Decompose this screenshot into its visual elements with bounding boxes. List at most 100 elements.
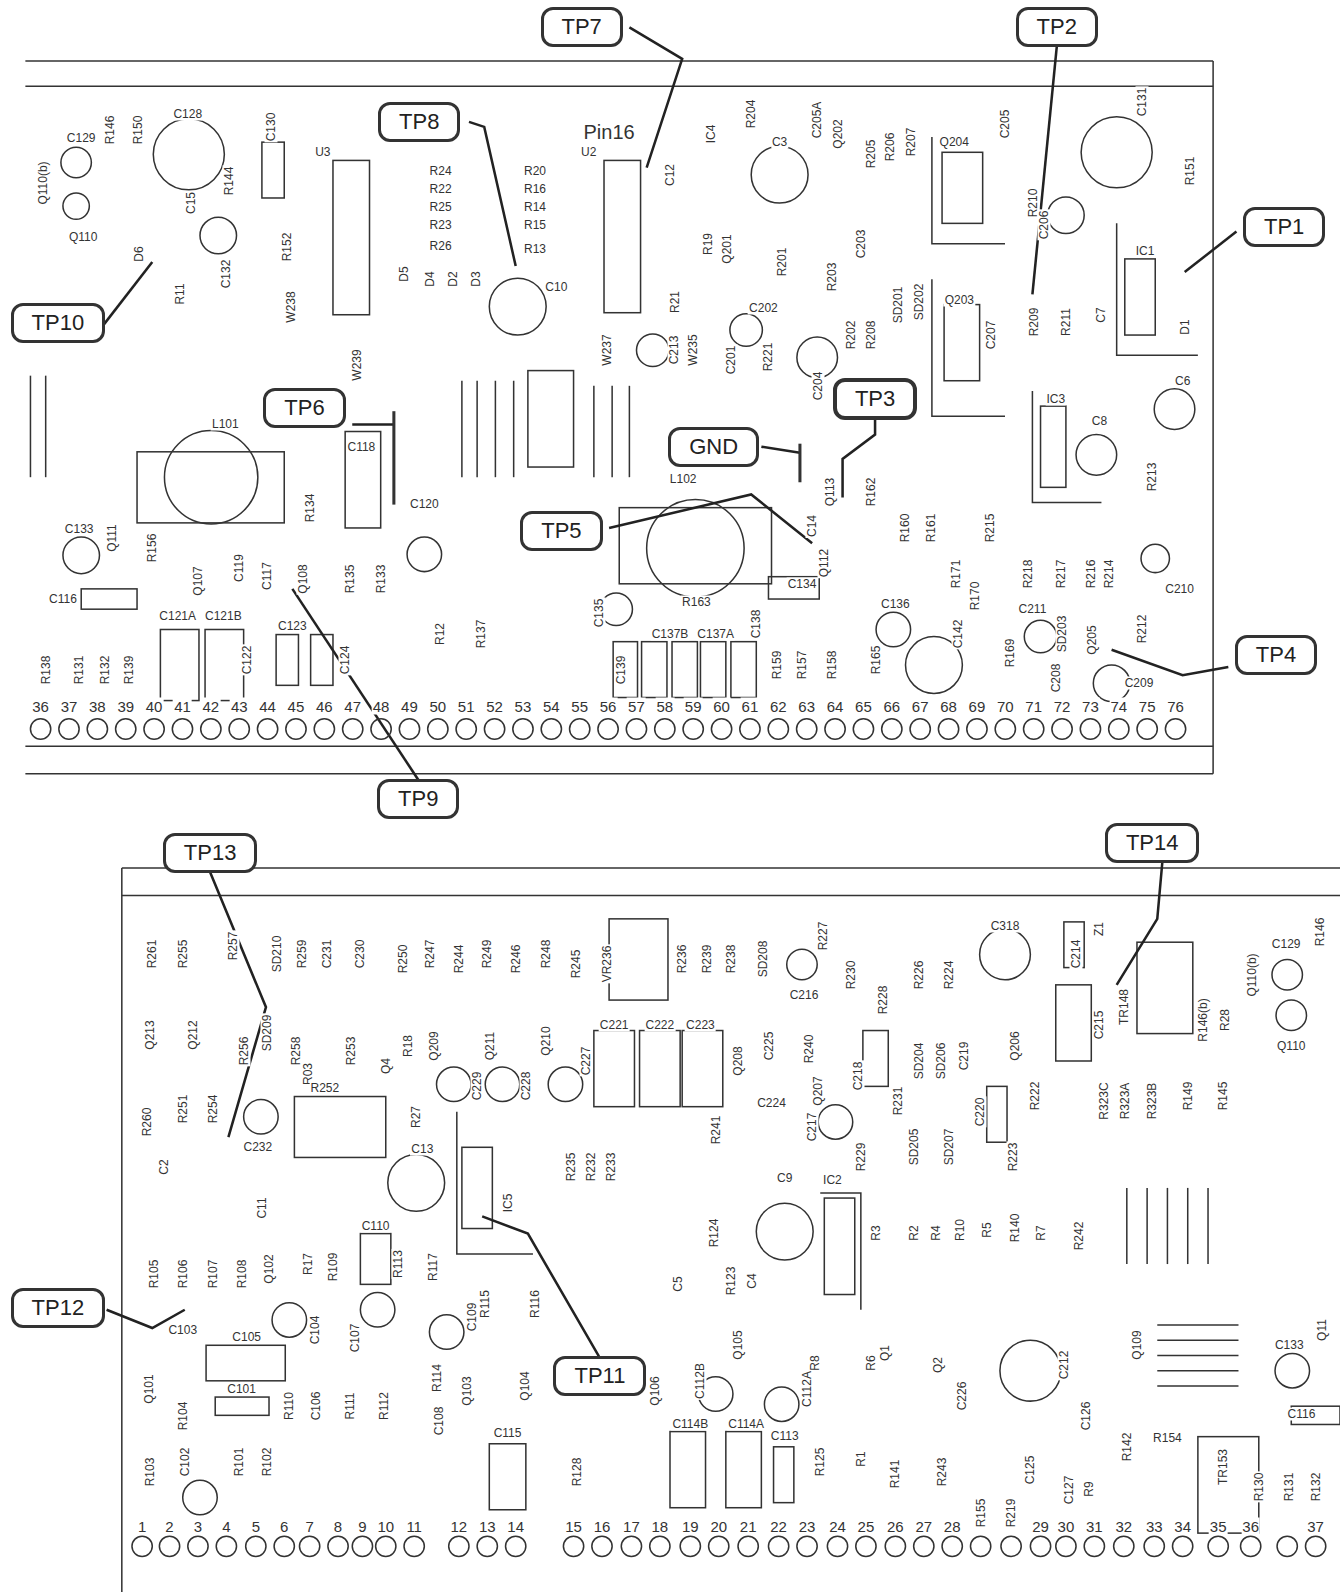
component-designator: C5 [672, 1275, 685, 1292]
component-designator: C117 [260, 561, 273, 591]
component-designator: R223 [1007, 1142, 1020, 1173]
component-designator: R24 [429, 164, 453, 177]
component-designator: IC4 [704, 124, 717, 145]
component-designator: R113 [391, 1249, 404, 1279]
component-designator: C218 [851, 1061, 864, 1092]
component-designator: R201 [775, 247, 788, 278]
connector-pin [621, 1536, 641, 1556]
component-designator: Q109 [1130, 1329, 1143, 1360]
component-designator: R108 [235, 1259, 248, 1290]
pin-number: 16 [593, 1517, 612, 1534]
component-designator: Q210 [540, 1025, 553, 1056]
component-designator: C318 [990, 919, 1021, 932]
pin-number: 9 [357, 1517, 367, 1534]
connector-pin [882, 719, 902, 739]
pin-number: 36 [1241, 1517, 1260, 1534]
component-designator: Q201 [720, 233, 733, 264]
component-designator: D1 [1178, 318, 1191, 335]
heat-sink [820, 1193, 861, 1310]
capacitor-box [640, 1031, 681, 1107]
connector-pin [144, 719, 164, 739]
pin-number: 54 [542, 697, 561, 714]
pin-number: 26 [886, 1517, 905, 1534]
heat-sink-fin [1167, 1188, 1169, 1264]
component-designator: R27 [410, 1105, 423, 1129]
component-designator: R124 [707, 1218, 720, 1249]
component-designator: W235 [687, 334, 700, 367]
capacitor-box [160, 629, 199, 700]
component-designator: C135 [592, 598, 605, 629]
component-designator: C114A [727, 1418, 765, 1431]
component-designator: C204 [812, 370, 825, 401]
capacitor-box [205, 629, 244, 700]
component-designator: Q105 [732, 1329, 745, 1360]
pin-number: 43 [230, 697, 249, 714]
test-point-bar [798, 444, 801, 483]
pin-number: 32 [1114, 1517, 1133, 1534]
component-designator: R251 [176, 1093, 189, 1124]
component-designator: U3 [314, 146, 331, 159]
component-designator: R254 [207, 1093, 220, 1124]
heat-sink [1117, 223, 1198, 355]
component-designator: R152 [281, 231, 294, 262]
heat-sink [457, 1112, 533, 1254]
component-designator: C205 [999, 109, 1012, 140]
component-designator: C226 [956, 1380, 969, 1411]
connector-pin [797, 719, 817, 739]
component-designator: C219 [958, 1040, 971, 1071]
connector-pin [484, 719, 504, 739]
pin-number: 7 [304, 1517, 314, 1534]
component-designator: R231 [892, 1086, 905, 1117]
component-designator: SD202 [912, 282, 925, 321]
pin-number: 65 [854, 697, 873, 714]
connector-pin [477, 1536, 497, 1556]
component-designator: C211 [1018, 603, 1048, 616]
capacitor-symbol [876, 612, 911, 647]
board-edge [25, 86, 1213, 88]
trimmer-body [609, 919, 668, 1000]
pin-number: 52 [485, 697, 504, 714]
pin-number: 69 [968, 697, 987, 714]
pin-number: 10 [376, 1517, 395, 1534]
component-designator: Q110 [1276, 1039, 1306, 1052]
component-designator: R102 [260, 1446, 273, 1477]
heat-sink-fin [1126, 1188, 1128, 1264]
component-designator: C115 [493, 1427, 523, 1440]
capacitor-box [206, 1345, 285, 1381]
component-designator: R110 [283, 1391, 296, 1421]
component-designator: R123 [724, 1266, 737, 1297]
component-designator: C8 [1091, 415, 1108, 428]
component-designator: C214 [1070, 939, 1083, 970]
pin-number: 62 [769, 697, 788, 714]
component-designator: R165 [870, 645, 883, 676]
test-point-callout: GND [668, 427, 759, 467]
component-designator: W238 [285, 290, 298, 323]
pin-number: 4 [221, 1517, 231, 1534]
component-designator: C229 [471, 1071, 484, 1102]
component-designator: Q108 [296, 563, 309, 594]
capacitor-symbol [1024, 620, 1056, 652]
connector-pin [314, 719, 334, 739]
pin-number: 33 [1145, 1517, 1164, 1534]
pin-number: 61 [741, 697, 760, 714]
component-designator: C129 [66, 132, 97, 145]
component-designator: W237 [601, 334, 614, 367]
component-designator: R161 [924, 513, 937, 544]
connector-pin [856, 1536, 876, 1556]
capacitor-symbol [637, 334, 669, 366]
component-designator: R218 [1022, 558, 1035, 589]
capacitor-symbol [751, 146, 808, 203]
pin-number: 5 [251, 1517, 261, 1534]
component-designator: R112 [377, 1391, 390, 1421]
component-designator: Q102 [263, 1253, 276, 1284]
component-designator: R215 [983, 513, 996, 544]
component-designator: R4 [929, 1225, 942, 1242]
component-designator: C105 [231, 1330, 262, 1343]
component-designator: R150 [132, 115, 145, 146]
component-designator: R235 [564, 1152, 577, 1183]
component-designator: R28 [1219, 1008, 1232, 1032]
pin-number: 39 [116, 697, 135, 714]
test-point-callout: TP10 [11, 303, 106, 343]
heat-sink-fin [1157, 1385, 1238, 1387]
capacitor-symbol [1154, 389, 1195, 430]
